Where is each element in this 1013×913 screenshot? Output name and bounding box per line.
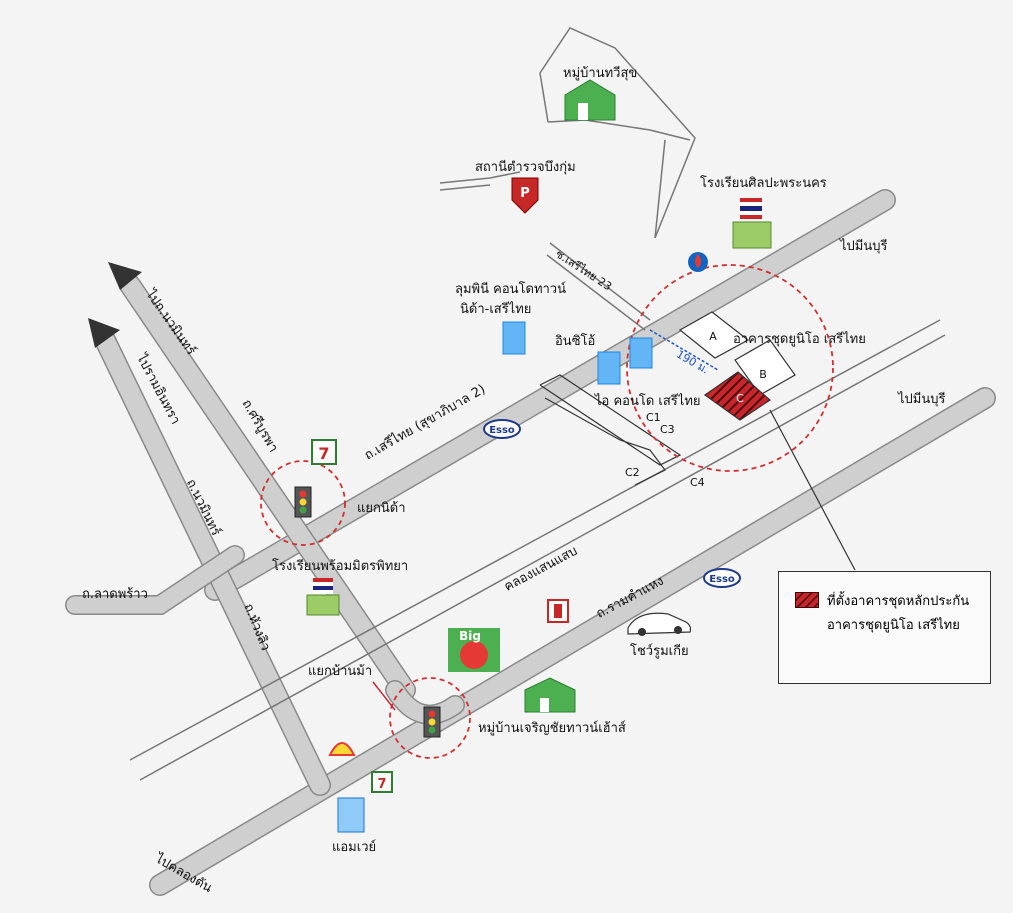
traffic-light-icon — [423, 706, 441, 738]
label-condo-unio: อาคารชุดยูนิโอ เสรีไทย — [733, 332, 866, 347]
label-village-thawisuk: หมู่บ้านทวีสุข — [563, 66, 638, 81]
shell-icon — [328, 742, 356, 756]
label-insito: อินซิโอ้ — [555, 334, 596, 349]
building-a — [678, 311, 750, 359]
label-c2: C2 — [625, 466, 640, 479]
arrow-icon — [88, 318, 120, 348]
legend-swatch — [795, 592, 819, 608]
condo-building-icon — [629, 337, 653, 369]
svg-text:Esso: Esso — [709, 574, 735, 585]
condo-building-icon — [597, 351, 621, 385]
map-legend: ที่ตั้งอาคารชุดหลักประกัน อาคารชุดยูนิโอ… — [778, 571, 991, 684]
label-c1: C1 — [646, 411, 661, 424]
svg-text:Esso: Esso — [489, 425, 515, 436]
svg-text:7: 7 — [377, 777, 386, 792]
distance-line — [649, 329, 719, 371]
house-icon — [524, 677, 576, 713]
arrow-icon — [108, 262, 142, 290]
label-amway: แอมเวย์ — [332, 840, 377, 855]
label-ban-ma: แยกบ้านม้า — [308, 664, 373, 679]
legend-line-1: ที่ตั้งอาคารชุดหลักประกัน — [827, 594, 970, 609]
esso-icon: Esso — [703, 568, 741, 588]
ptt-station-icon — [688, 252, 708, 272]
building-label: C — [736, 392, 744, 405]
label-ideo: ไอ คอนโด เสรีไทย — [595, 394, 701, 409]
label-to-minburi-bottom: ไปมีนบุรี — [898, 392, 946, 407]
major-roads — [65, 189, 996, 896]
parking-icon: P — [511, 177, 539, 214]
seven-eleven-icon: 7 — [371, 771, 393, 793]
pointer-line — [769, 409, 856, 571]
label-lat-phrao: ถ.ลาดพร้าว — [82, 587, 148, 602]
label-c3: C3 — [660, 423, 675, 436]
house-icon — [564, 79, 616, 121]
pointer-line — [372, 681, 396, 711]
condo-building-icon — [502, 321, 526, 355]
amway-building-icon — [337, 797, 365, 833]
label-school-mitr: โรงเรียนพร้อมมิตรพิทยา — [272, 559, 409, 574]
minor-roads — [129, 27, 946, 781]
label-lumpini: ลุมพินี คอนโดทาวน์ — [455, 282, 566, 297]
label-nida-junction: แยกนิด้า — [357, 501, 406, 516]
label-showroom: โชว์รูมเกีย — [630, 644, 689, 659]
car-icon — [627, 612, 692, 636]
svg-text:7: 7 — [318, 444, 329, 463]
label-lumpini-2: นิด้า-เสรีไทย — [460, 302, 532, 317]
esso-icon: Esso — [483, 419, 521, 439]
seven-eleven-icon: 7 — [311, 439, 337, 465]
label-school-art: โรงเรียนศิลปะพระนคร — [700, 176, 827, 191]
highlight-circles — [260, 264, 834, 759]
legend-line-2: อาคารชุดยูนิโอ เสรีไทย — [827, 618, 960, 633]
big-c-icon: Big — [448, 628, 500, 672]
label-to-minburi-top: ไปมีนบุรี — [840, 239, 888, 254]
building-label: A — [709, 330, 717, 343]
site-buildings — [539, 311, 796, 486]
label-police-station: สถานีตำรวจบึงกุ่ม — [475, 160, 576, 175]
svg-text:Big: Big — [459, 629, 481, 643]
isuzu-icon — [547, 599, 569, 623]
site-building-c — [703, 371, 771, 421]
label-village-charoen: หมู่บ้านเจริญชัยทาวน์เฮ้าส์ — [478, 721, 626, 736]
school-flag-icon — [306, 578, 340, 616]
direction-arrows — [88, 262, 142, 348]
school-flag-icon — [732, 198, 772, 249]
building-label: B — [759, 368, 767, 381]
svg-text:P: P — [520, 186, 530, 201]
label-c4: C4 — [690, 476, 705, 489]
traffic-light-icon — [294, 486, 312, 518]
